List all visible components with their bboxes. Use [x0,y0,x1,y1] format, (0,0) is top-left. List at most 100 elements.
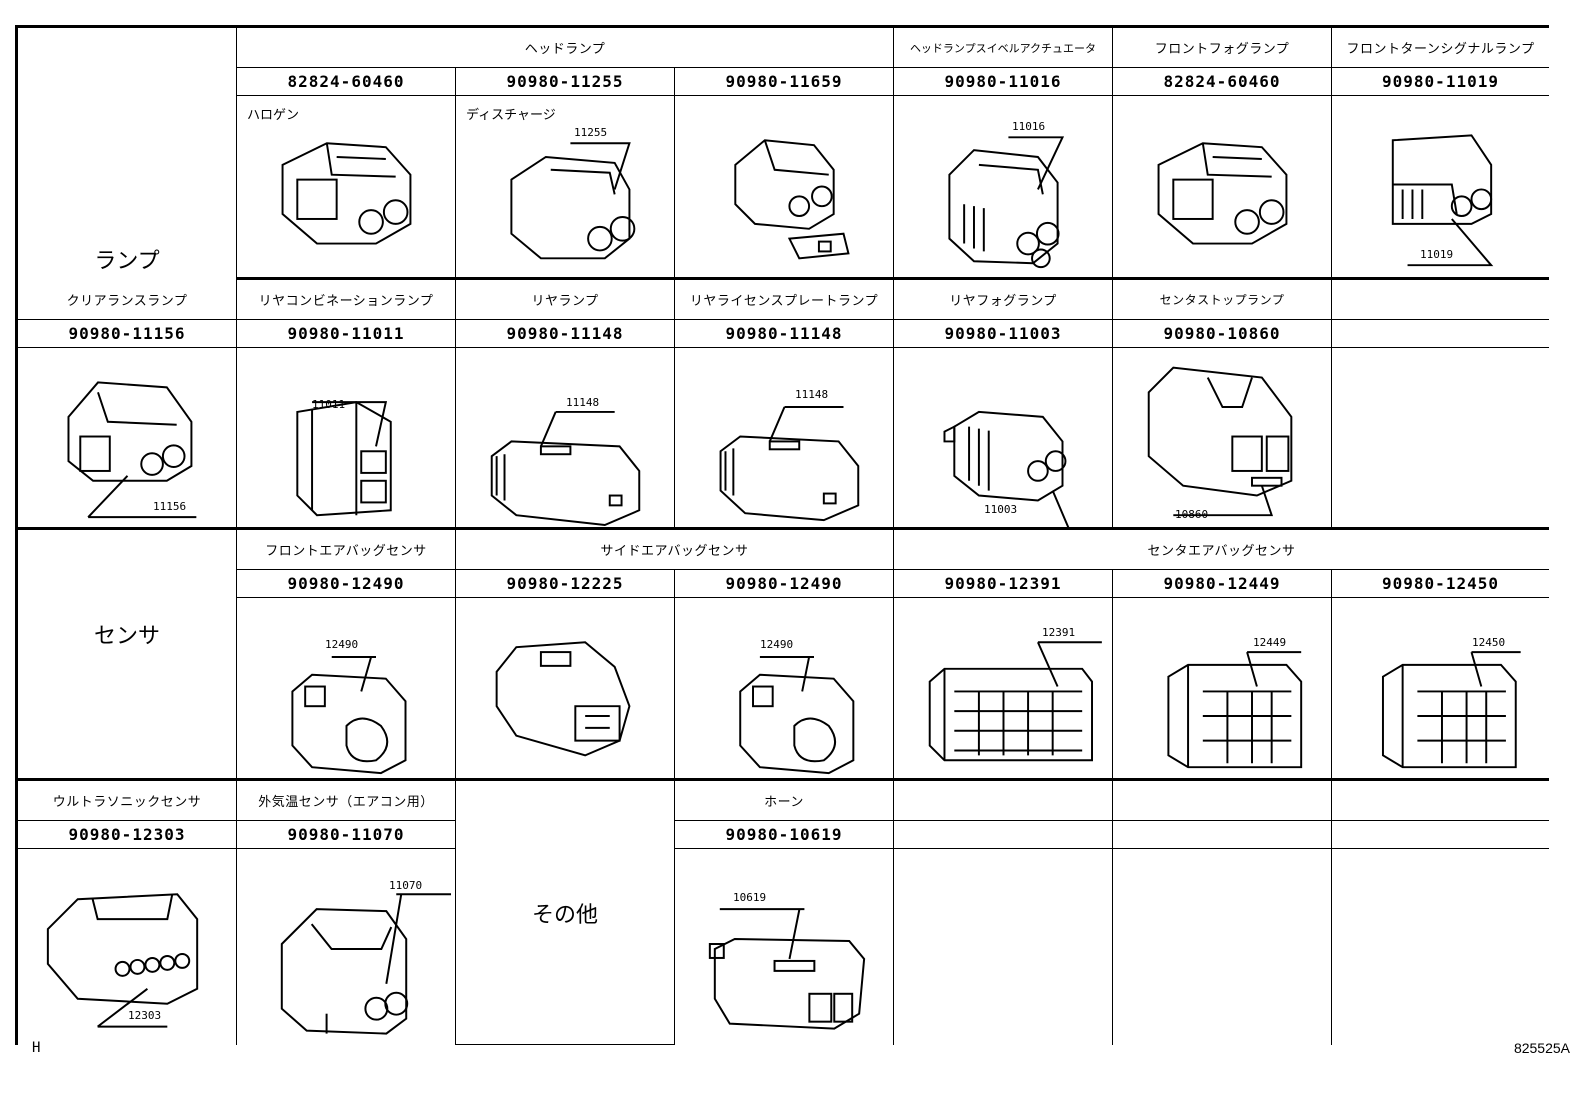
connector-drawing [281,142,412,245]
connector-figure [675,96,894,280]
connector-drawing [490,410,641,527]
part-number: 90980-11011 [237,320,456,348]
callout-label: 12490 [325,638,359,651]
empty-cell [1332,849,1549,1045]
part-number: 90980-12303 [18,821,237,849]
connector-drawing [708,908,866,1030]
connector-chart: ランプ ヘッドランプ ヘッドランプスイベルアクチュエータ フロントフォグランプ … [15,25,1549,1045]
lamp-title: リヤランプ [456,280,675,320]
group-side-airbag-sensor: サイドエアバッグセンサ [456,530,894,570]
empty-cell [1113,781,1332,821]
connector-drawing [495,641,631,757]
connector-figure: 11019 [1332,96,1549,280]
empty-cell [1332,821,1549,849]
callout-label: 10619 [733,891,767,904]
part-number: 90980-12490 [675,570,894,598]
part-number: 90980-12449 [1113,570,1332,598]
connector-figure: 11003 [894,348,1113,530]
lamp-title: リヤフォグランプ [894,280,1113,320]
callout-label: 11070 [389,879,423,892]
connector-figure: ハロゲン [237,96,456,280]
connector-drawing [67,381,197,519]
empty-cell [1332,320,1549,348]
connector-drawing [510,142,636,260]
lamp-title: クリアランスランプ [18,280,237,320]
connector-drawing [1167,651,1303,769]
footer-figure-code: 825525A [1513,1040,1570,1056]
connector-drawing [46,893,199,1028]
empty-cell [1332,280,1549,320]
footer-left-mark: H [32,1040,41,1056]
connector-figure: 11156 [18,348,237,530]
callout-label: 12490 [760,638,794,651]
callout-label: 12303 [128,1009,162,1022]
sensor-title: 外気温センサ（エアコン用） [237,781,456,821]
category-sensor-label: センサ [93,624,160,649]
part-number: 90980-11255 [456,68,675,96]
part-number: 82824-60460 [1113,68,1332,96]
part-number: 90980-11148 [456,320,675,348]
lamp-title: リヤライセンスプレートランプ [675,280,894,320]
callout-label: 11255 [574,126,608,139]
group-front-turn-lamp: フロントターンシグナルランプ [1332,28,1549,68]
connector-figure: ディスチャージ 11255 [456,96,675,280]
part-number: 90980-11659 [675,68,894,96]
connector-drawing [948,136,1065,269]
part-number: 90980-11003 [894,320,1113,348]
connector-drawing [1381,651,1521,769]
connector-drawing [280,893,452,1035]
part-number: 90980-11070 [237,821,456,849]
connector-drawing [1147,366,1293,517]
connector-drawing [1391,134,1494,267]
connector-figure [456,598,675,781]
callout-label: 11011 [312,398,346,411]
empty-cell [1332,781,1549,821]
lamp-title: センタストップランプ [1113,280,1332,320]
part-number: 90980-11019 [1332,68,1549,96]
callout-label: 11003 [984,503,1018,516]
connector-drawing [734,139,850,260]
callout-label: 11016 [1012,120,1046,133]
connector-drawing [291,656,407,775]
connector-drawing [928,641,1102,762]
empty-cell [1332,348,1549,530]
part-number: 90980-11016 [894,68,1113,96]
connector-figure: 11011 [237,348,456,530]
empty-cell [1113,821,1332,849]
callout-label: 12449 [1253,636,1287,649]
connector-drawing [719,406,860,522]
part-number: 90980-12490 [237,570,456,598]
callout-label: 11148 [795,388,829,401]
part-number: 90980-12450 [1332,570,1549,598]
category-other-label: その他 [531,902,598,928]
sub-label-halogen: ハロゲン [247,108,300,123]
part-number: 82824-60460 [237,68,456,96]
callout-label: 11019 [1420,248,1454,261]
connector-figure: 12490 [237,598,456,781]
group-headlamp: ヘッドランプ [237,28,894,68]
connector-figure: 10619 [675,849,894,1045]
connector-figure: 11016 [894,96,1113,280]
connector-drawing [943,410,1070,527]
part-number: 90980-10619 [675,821,894,849]
part-number: 90980-11148 [675,320,894,348]
connector-figure: 12303 [18,849,237,1045]
part-number: 90980-12225 [456,570,675,598]
connector-drawing [296,401,392,517]
empty-cell [1113,849,1332,1045]
callout-label: 11156 [153,500,187,513]
connector-figure: 12449 [1113,598,1332,781]
empty-cell [894,821,1113,849]
sub-label-discharge: ディスチャージ [466,108,556,123]
empty-cell [894,781,1113,821]
part-number: 90980-10860 [1113,320,1332,348]
group-front-fog-lamp: フロントフォグランプ [1113,28,1332,68]
connector-figure: 12391 [894,598,1113,781]
group-swivel-actuator: ヘッドランプスイベルアクチュエータ [894,28,1113,68]
category-other: その他 [456,781,675,1045]
category-sensor: センサ [18,530,237,781]
connector-drawing [1157,142,1288,245]
connector-figure: 11148 [675,348,894,530]
callout-label: 10860 [1175,508,1209,521]
part-number: 90980-12391 [894,570,1113,598]
